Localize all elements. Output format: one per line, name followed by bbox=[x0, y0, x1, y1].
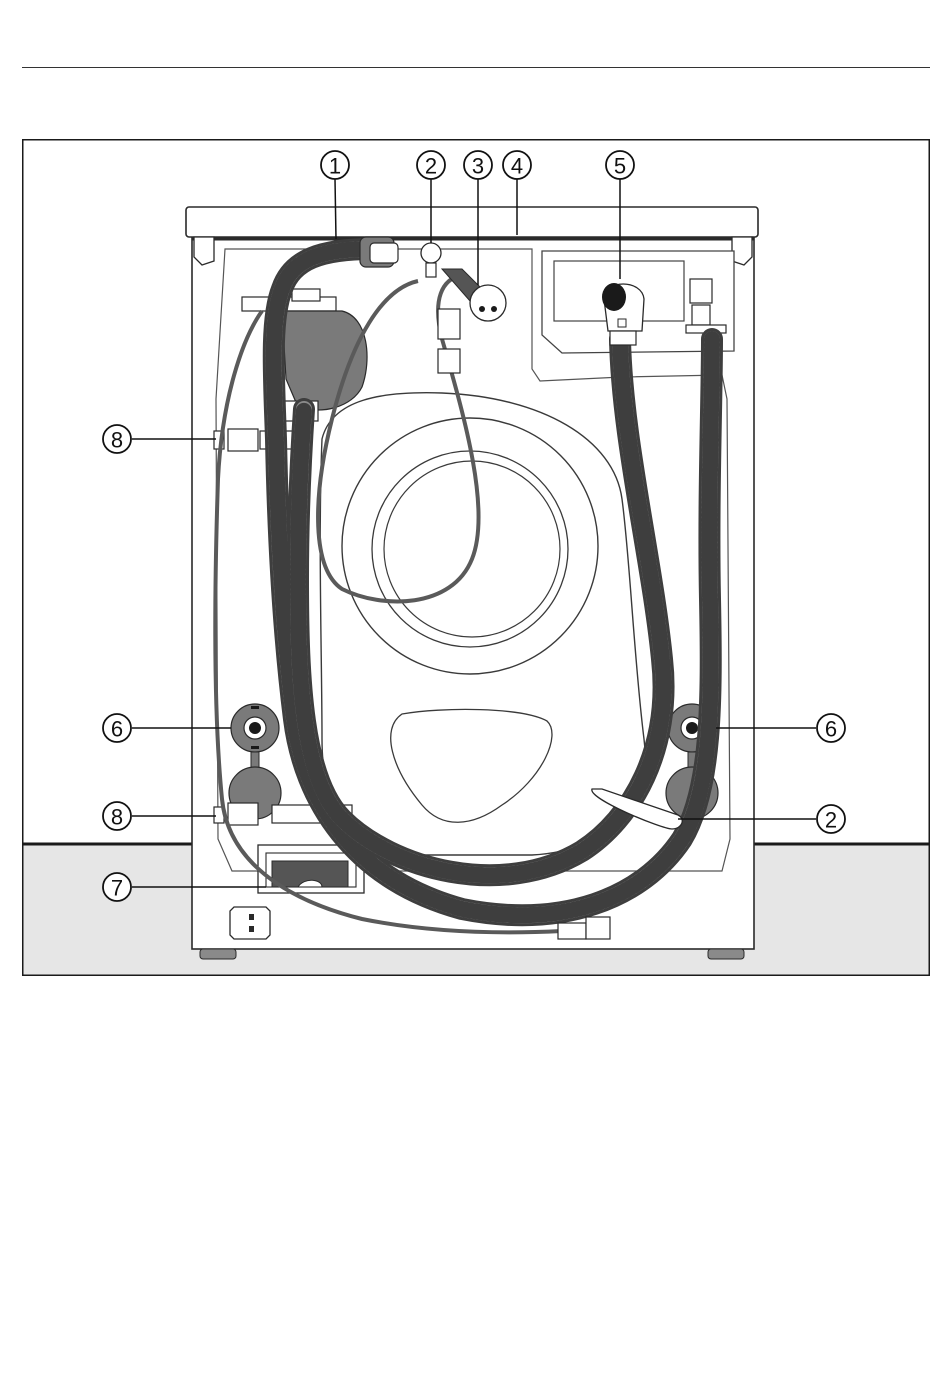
header-rule bbox=[22, 67, 930, 68]
callout-label: 8 bbox=[111, 428, 123, 453]
callout-1-top: 1 bbox=[321, 151, 349, 179]
callout-label: 1 bbox=[329, 154, 341, 179]
callout-6-right: 6 bbox=[817, 714, 845, 742]
callout-label: 7 bbox=[111, 876, 123, 901]
socket-pin-bottom bbox=[249, 926, 254, 932]
callout-label: 6 bbox=[825, 717, 837, 742]
callout-label: 2 bbox=[825, 808, 837, 833]
callout-3: 3 bbox=[464, 151, 492, 179]
callout-4: 4 bbox=[503, 151, 531, 179]
callout-2-lower: 2 bbox=[817, 805, 845, 833]
callout-label: 8 bbox=[111, 805, 123, 830]
callout-label: 5 bbox=[614, 154, 626, 179]
lid-hinge-right bbox=[732, 237, 752, 265]
lid-hinge-left bbox=[194, 237, 214, 265]
callout-2-top: 2 bbox=[417, 151, 445, 179]
foot-right bbox=[708, 949, 744, 959]
callout-8-upper: 8 bbox=[103, 425, 131, 453]
callout-label: 3 bbox=[472, 154, 484, 179]
foot-left bbox=[200, 949, 236, 959]
callout-label: 2 bbox=[425, 154, 437, 179]
machine-lid bbox=[186, 207, 758, 237]
callout-6-left: 6 bbox=[103, 714, 131, 742]
washing-machine-rear-diagram: 1 2 3 4 5 8 6 6 8 2 7 bbox=[22, 139, 930, 976]
drain-hose-coupling bbox=[360, 237, 398, 267]
callout-5: 5 bbox=[606, 151, 634, 179]
callout-label: 6 bbox=[111, 717, 123, 742]
callout-label: 4 bbox=[511, 154, 523, 179]
socket-pin-top bbox=[249, 914, 254, 920]
callout-8-lower: 8 bbox=[103, 802, 131, 830]
power-socket-icon bbox=[230, 907, 270, 939]
callout-7: 7 bbox=[103, 873, 131, 901]
